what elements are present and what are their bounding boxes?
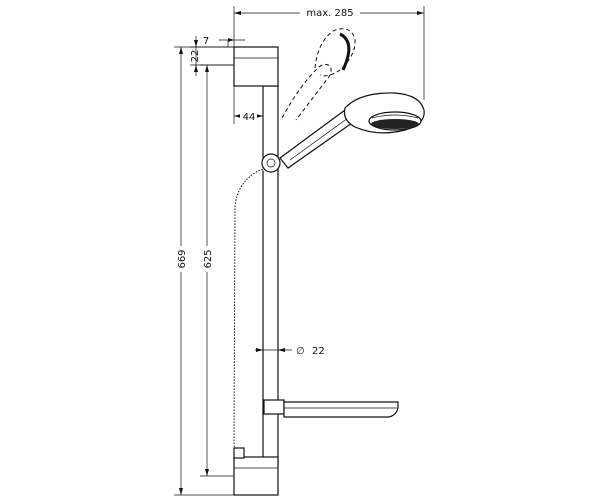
soap-dish (263, 399, 399, 418)
rail-assembly (233, 46, 399, 496)
dim-top-width: 7 (203, 36, 245, 47)
dim-top-height-label: 22 (190, 50, 201, 63)
dim-rail-diameter: ∅ 22 (255, 346, 325, 357)
dim-total-height: 669 (174, 46, 234, 496)
dim-wall-offset-label: 44 (243, 112, 256, 123)
hand-shower (279, 92, 425, 169)
bottom-bracket (233, 456, 279, 496)
dim-max-reach: max. 285 (233, 6, 425, 100)
hand-shower-alternate-position (281, 28, 356, 121)
dim-diameter-label: 22 (312, 346, 325, 357)
shower-hose (232, 166, 268, 460)
dim-rail-height-label: 625 (203, 249, 214, 268)
dim-top-height: 22 (190, 36, 234, 76)
dim-max-reach-label: max. 285 (306, 8, 353, 19)
dim-rail-height: 625 (200, 64, 234, 477)
dim-top-width-label: 7 (203, 36, 209, 47)
dim-diameter-symbol: ∅ (296, 346, 305, 357)
slider-knob (261, 153, 281, 173)
dim-total-height-label: 669 (177, 249, 188, 268)
top-bracket (233, 46, 279, 87)
dim-wall-offset: 44 (233, 86, 264, 124)
